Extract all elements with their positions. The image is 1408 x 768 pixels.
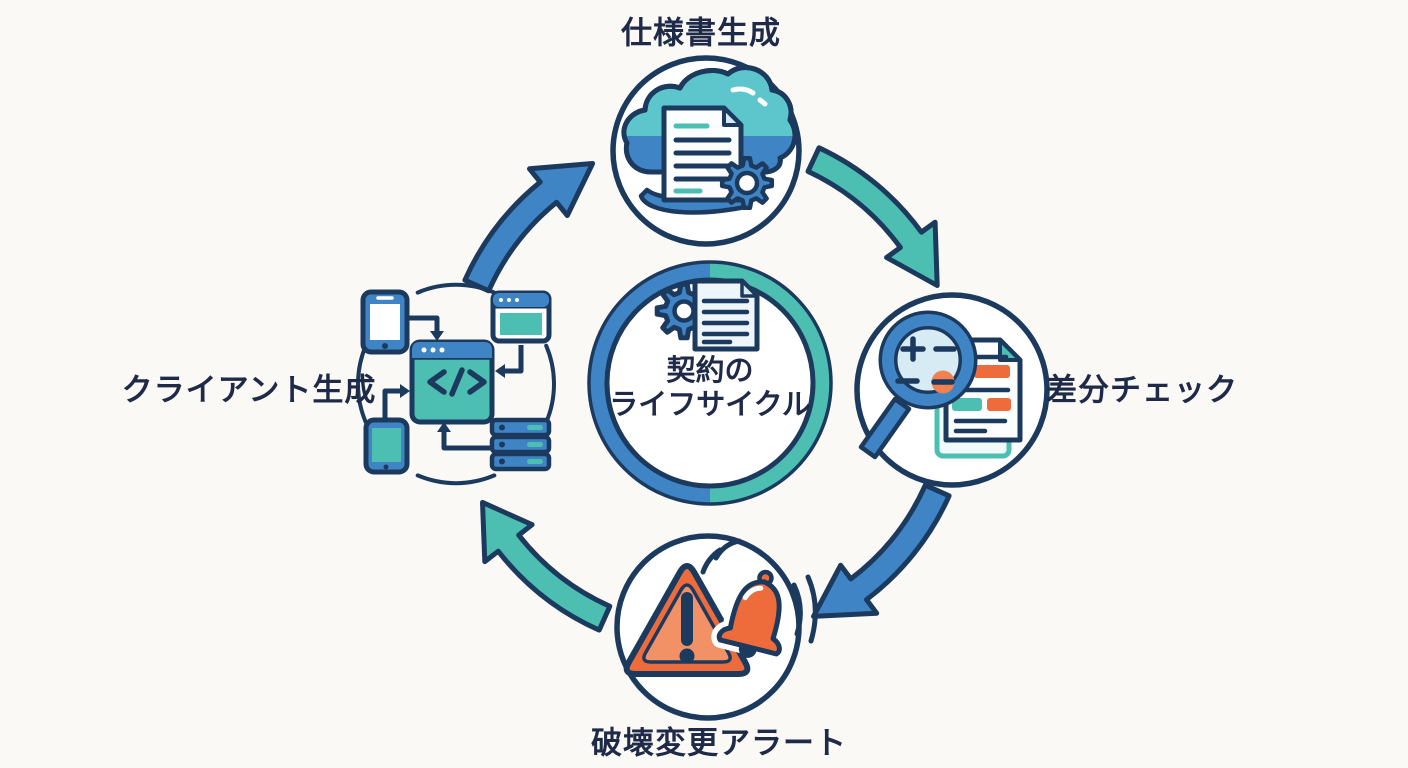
diff-check-label: 差分チェック	[1046, 372, 1238, 409]
bell-sound-waves	[700, 538, 818, 644]
breaking-change-label: 破壊変更アラート	[591, 725, 847, 762]
bell-icon	[711, 569, 788, 662]
diff-check-node	[854, 292, 1050, 488]
contract-document-gear-icon	[654, 278, 760, 352]
spec-generation-label: 仕様書生成	[621, 15, 781, 52]
smartphone-icon	[360, 289, 410, 355]
devices-code-network-icon	[356, 282, 556, 486]
client-generation-label: クライアント生成	[121, 372, 377, 409]
breaking-change-node	[614, 533, 818, 721]
cycle-arrows	[462, 145, 952, 633]
spec-generation-node	[610, 55, 802, 247]
plus-minus-diff-symbols	[895, 336, 957, 384]
arrow-bottom-to-left-icon	[480, 499, 613, 633]
arrow-top-to-right-icon	[805, 145, 940, 288]
arrow-right-to-bottom-icon	[811, 482, 952, 619]
code-brackets-glyph	[427, 367, 487, 397]
center-lifecycle-badge	[587, 260, 833, 506]
tablet-icon	[363, 417, 410, 475]
magnifier-diff-document-icon	[858, 310, 1023, 460]
arrow-left-to-top-icon	[462, 161, 596, 294]
code-window-icon	[409, 339, 495, 425]
browser-window-icon	[490, 290, 552, 344]
cloud-document-gear-icon	[621, 64, 798, 215]
center-badge-line2: ライフサイクル	[609, 387, 811, 421]
server-stack-icon	[489, 417, 552, 472]
center-badge-line1: 契約の	[666, 353, 754, 387]
warning-triangle-bell-icon	[623, 538, 818, 677]
client-generation-node	[356, 282, 556, 486]
